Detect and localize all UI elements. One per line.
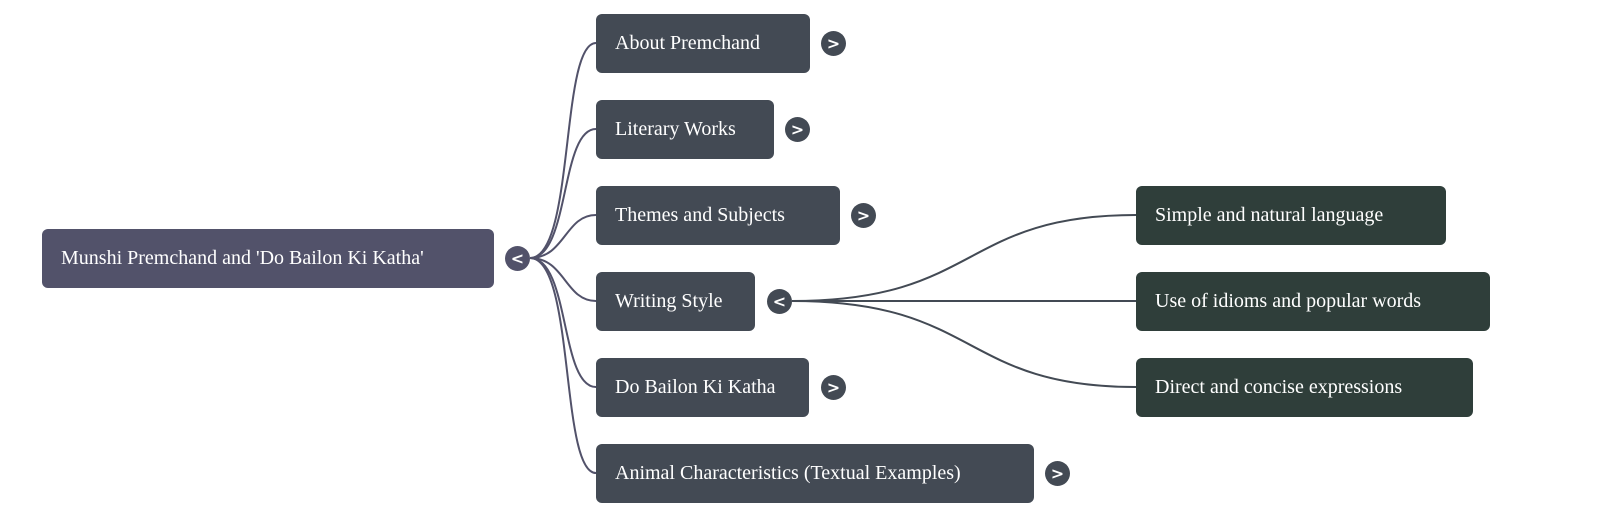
branch-themes-and-subjects[interactable]: Themes and Subjects bbox=[596, 186, 840, 245]
branch-writing-style[interactable]: Writing Style bbox=[596, 272, 755, 331]
branch-animal-characteristics[interactable]: Animal Characteristics (Textual Examples… bbox=[596, 444, 1034, 503]
expand-toggle[interactable]: > bbox=[851, 203, 876, 228]
branch-do-bailon-ki-katha[interactable]: Do Bailon Ki Katha bbox=[596, 358, 809, 417]
branch-about-premchand[interactable]: About Premchand bbox=[596, 14, 810, 73]
branch-literary-works[interactable]: Literary Works bbox=[596, 100, 774, 159]
expand-toggle[interactable]: > bbox=[785, 117, 810, 142]
root-collapse-toggle[interactable]: < bbox=[505, 246, 530, 271]
leaf-simple-natural-language[interactable]: Simple and natural language bbox=[1136, 186, 1446, 245]
leaf-idioms-popular-words[interactable]: Use of idioms and popular words bbox=[1136, 272, 1490, 331]
expand-toggle[interactable]: > bbox=[821, 31, 846, 56]
expand-toggle[interactable]: > bbox=[1045, 461, 1070, 486]
leaf-direct-concise-expressions[interactable]: Direct and concise expressions bbox=[1136, 358, 1473, 417]
collapse-toggle[interactable]: < bbox=[767, 289, 792, 314]
root-node[interactable]: Munshi Premchand and 'Do Bailon Ki Katha… bbox=[42, 229, 494, 288]
expand-toggle[interactable]: > bbox=[821, 375, 846, 400]
